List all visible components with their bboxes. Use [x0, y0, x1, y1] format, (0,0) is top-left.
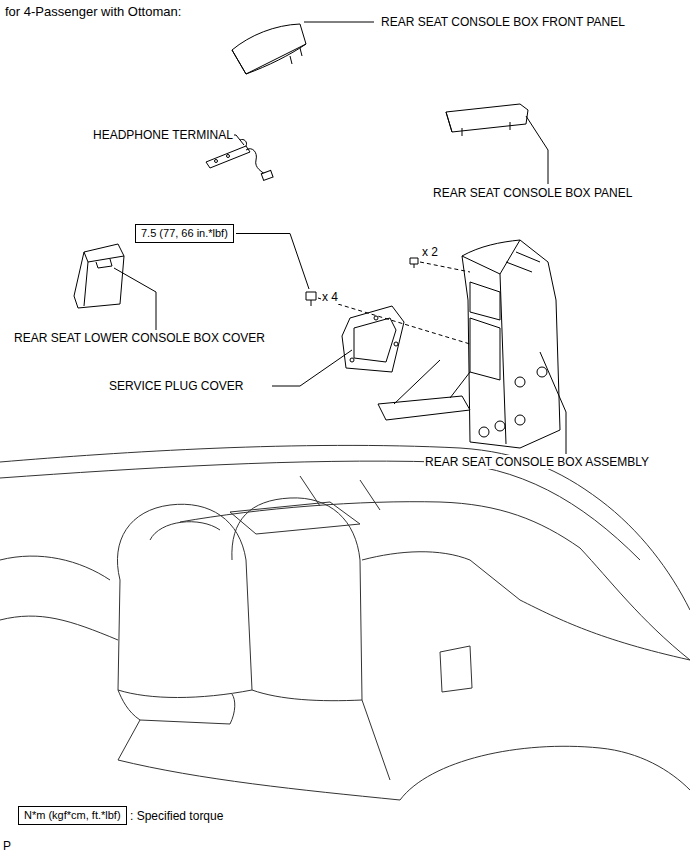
vehicle-outline-stroke: [118, 580, 252, 698]
torque-text: 7.5 (77, 66 in.*lbf): [141, 227, 228, 240]
service-plug-cover-part-stroke: [354, 318, 396, 362]
console-box-assembly-part-stroke: [537, 367, 547, 377]
diagram-title: for 4-Passenger with Ottoman:: [4, 4, 182, 19]
vehicle-outline-stroke: [117, 504, 252, 690]
quantity-label: x 2: [421, 245, 439, 259]
front-panel-part: [232, 24, 306, 74]
console-box-assembly-part-stroke: [378, 396, 470, 420]
lower-cover-part-stroke: [96, 259, 112, 268]
part-name: REAR SEAT CONSOLE BOX FRONT PANEL: [380, 15, 626, 29]
leader-lines-stroke: [114, 268, 156, 330]
console-box-assembly-part-stroke: [479, 427, 489, 437]
part-name: REAR SEAT LOWER CONSOLE BOX COVER: [13, 331, 266, 345]
dashed-guide-lines: [318, 262, 470, 344]
bolts-stroke: [410, 258, 418, 268]
leader-line: [236, 234, 309, 290]
vehicle-outline-stroke: [118, 690, 235, 724]
leader-lines-stroke: [526, 116, 548, 184]
torque-unit-box: N*m (kgf*cm, ft.*lbf): [18, 806, 127, 825]
console-box-assembly-part-stroke: [394, 360, 470, 404]
vehicle-outline-stroke: [232, 498, 362, 700]
vehicle-outline-stroke: [362, 552, 520, 600]
vehicle-outline-stroke: [150, 522, 220, 540]
torque-text: N*m (kgf*cm, ft.*lbf): [24, 809, 121, 822]
page-mark: P: [2, 839, 12, 853]
service-plug-cover-part-stroke: [394, 342, 398, 346]
front-panel-part-stroke: [232, 44, 306, 74]
part-name: REAR SEAT CONSOLE BOX ASSEMBLY: [424, 455, 650, 469]
part-name: REAR SEAT CONSOLE BOX PANEL: [432, 186, 633, 200]
console-box-assembly-part-stroke: [515, 415, 525, 425]
headphone-terminal-part-stroke: [261, 170, 273, 180]
lower-cover-part-stroke: [84, 252, 124, 306]
vehicle-outline-stroke: [252, 690, 362, 701]
headphone-terminal-part-stroke: [215, 160, 218, 163]
service-plug-cover-part-stroke: [350, 358, 354, 362]
console-box-panel-part-stroke: [446, 104, 528, 132]
front-panel-part-stroke: [290, 48, 302, 64]
console-box-assembly-part-stroke: [470, 318, 500, 380]
vehicle-outline: [0, 445, 690, 800]
vehicle-outline-stroke: [230, 502, 360, 534]
vehicle-outline-stroke: [0, 461, 640, 560]
lower-cover-part: [74, 244, 124, 308]
vehicle-outline-stroke: [520, 600, 690, 660]
console-box-assembly-part-stroke: [462, 240, 560, 448]
vehicle-outline-stroke: [180, 502, 580, 548]
leader-lines-stroke: [272, 350, 352, 386]
quantity-label: x 4: [321, 290, 339, 304]
console-box-assembly-part-stroke: [515, 377, 525, 387]
legend-text: : Specified torque: [129, 809, 224, 823]
leader-lines-stroke: [540, 352, 566, 454]
console-box-assembly-part-stroke: [462, 240, 520, 444]
vehicle-outline-stroke: [400, 746, 690, 800]
vehicle-outline-stroke: [118, 720, 400, 800]
console-box-assembly-part-stroke: [506, 252, 540, 272]
service-plug-cover-part: [342, 306, 404, 372]
vehicle-outline-stroke: [0, 616, 118, 640]
headphone-terminal-part-stroke: [246, 149, 268, 176]
vehicle-outline-stroke: [0, 556, 110, 580]
leader-lines-stroke: [304, 22, 374, 23]
front-panel-part-stroke: [232, 24, 306, 74]
vehicle-outline-stroke: [0, 445, 690, 610]
service-plug-cover-part-stroke: [374, 316, 378, 320]
console-box-panel-part-stroke: [446, 112, 452, 132]
headphone-terminal-part-stroke: [227, 155, 230, 158]
bolts-stroke: [306, 292, 316, 306]
console-box-panel-part-stroke: [462, 122, 510, 136]
dashed-guide-lines-stroke: [420, 262, 470, 272]
headphone-terminal-part: [206, 139, 273, 180]
part-name: SERVICE PLUG COVER: [108, 379, 244, 393]
console-box-assembly-part-stroke: [470, 282, 500, 320]
bolts: [306, 258, 418, 306]
vehicle-outline-stroke: [362, 700, 390, 780]
vehicle-outline-stroke: [580, 548, 690, 660]
vehicle-outline-stroke: [440, 646, 472, 692]
service-plug-cover-part-stroke: [342, 306, 404, 372]
dashed-guide-lines-stroke: [318, 298, 470, 344]
headphone-terminal-part-stroke: [206, 146, 250, 168]
console-box-panel-part: [446, 104, 528, 136]
console-box-assembly-part-stroke: [495, 421, 505, 431]
vehicle-outline-stroke: [300, 476, 380, 510]
torque-box: 7.5 (77, 66 in.*lbf): [135, 224, 234, 243]
lower-cover-part-stroke: [74, 244, 124, 308]
part-name: HEADPHONE TERMINAL: [92, 128, 234, 142]
